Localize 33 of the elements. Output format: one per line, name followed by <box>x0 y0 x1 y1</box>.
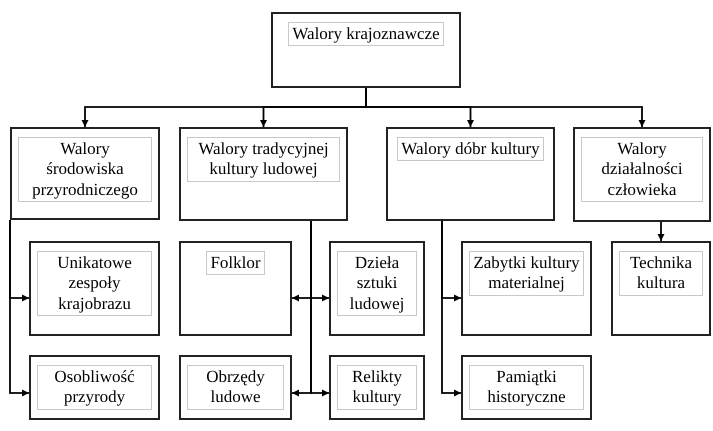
arrow <box>365 88 646 127</box>
box-label: Obrzędy ludowe <box>187 365 284 410</box>
category-box <box>329 241 425 336</box>
box-label: Osobliwość przyrody <box>37 365 152 410</box>
arrow <box>441 221 461 396</box>
box-label: Unikatowe zespoły krajobrazu <box>37 251 152 316</box>
box-label: Folklor <box>206 251 265 276</box>
arrow <box>310 221 329 396</box>
category-box <box>10 127 160 220</box>
category-box <box>271 12 461 88</box>
category-box <box>329 355 425 420</box>
category-box <box>29 355 160 420</box>
arrow <box>658 222 664 241</box>
category-box <box>573 127 711 222</box>
category-box <box>461 355 592 420</box>
category-box <box>179 127 348 221</box>
category-box <box>386 127 555 221</box>
category-box <box>611 241 711 336</box>
box-label: Pamiątki historyczne <box>469 365 584 410</box>
box-label: Walory działalności człowieka <box>581 137 703 202</box>
box-label: Walory krajoznawcze <box>288 22 444 46</box>
arrow <box>9 220 29 396</box>
box-label: Walory środowiska przyrodniczego <box>18 137 152 202</box>
category-box <box>29 241 160 336</box>
category-box <box>461 241 592 336</box>
box-label: Walory dóbr kultury <box>397 137 544 162</box>
category-box <box>179 241 292 336</box>
box-label: Relikty kultury <box>337 365 417 410</box>
box-label: Walory tradycyjnej kultury ludowej <box>187 137 340 182</box>
box-label: Zabytki kultury materialnej <box>469 251 584 296</box>
category-box <box>179 355 292 420</box>
box-label: Technika kultura <box>619 251 703 296</box>
box-label: Dzieła sztuki ludowej <box>337 251 417 316</box>
